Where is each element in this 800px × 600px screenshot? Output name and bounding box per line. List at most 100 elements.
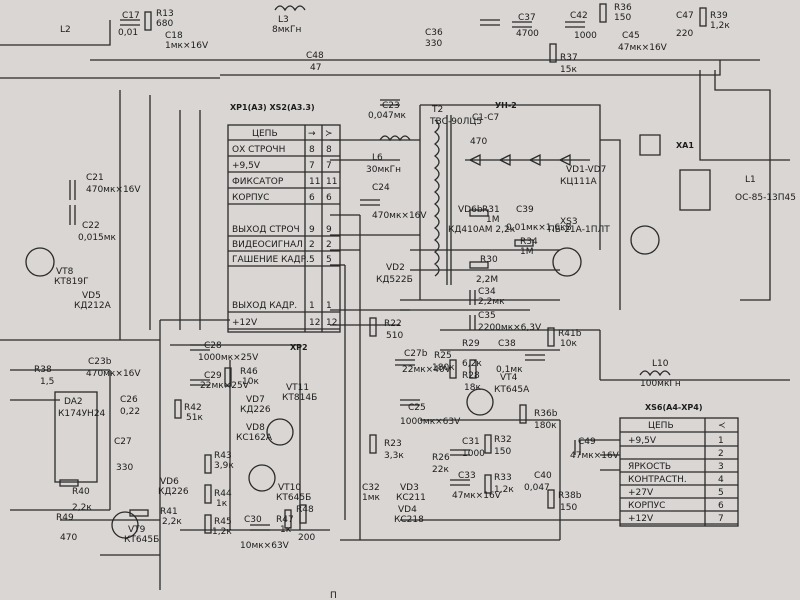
label-r48: R48	[296, 505, 314, 515]
label-c22: C22	[82, 221, 100, 231]
label-r39-value: 1,2к	[710, 21, 730, 31]
xp1-row-pin-a: 8	[309, 145, 315, 155]
label-c37: C37	[518, 13, 536, 23]
label-xp2: XP2	[290, 343, 308, 352]
xs6-row-pin: 6	[718, 501, 724, 511]
xp1-row-pin-a: 11	[309, 177, 320, 187]
label-r43: R43	[214, 451, 232, 461]
label-r46: R46	[240, 367, 258, 377]
label-c42: C42	[570, 11, 588, 21]
label-da2: DA2	[64, 397, 83, 407]
label-r22-value: 510	[386, 331, 403, 341]
symbols	[25, 3, 711, 539]
label-r32-value: 150	[494, 447, 511, 457]
label-da2-value: К174УН24	[58, 409, 106, 419]
label-r37-value: 15к	[560, 65, 577, 75]
xp1-row-pin-a: 12	[309, 318, 320, 328]
label-l3-value: 8мкГн	[272, 25, 301, 35]
label-c21-value: 470мк×16V	[86, 185, 141, 195]
label-vd2-value: КД522Б	[376, 275, 413, 285]
label-r13-value: 680	[156, 19, 173, 29]
xp1-row-pin-a: 9	[309, 225, 315, 235]
component-labels: C17 0,01 R13 680 C18 1мк×16V L2 L3 8мкГн…	[34, 3, 796, 600]
xp1-row-pin-a: 2	[309, 240, 315, 250]
xs6-col-circuit: ЦЕПЬ	[648, 421, 674, 431]
label-vd1-vd7: VD1-VD7	[566, 165, 606, 175]
label-r41: R41	[160, 507, 178, 517]
label-c30: C30	[244, 515, 262, 525]
label-r36b-value: 180к	[534, 421, 557, 431]
label-c47: C47	[676, 11, 694, 21]
xp1-row-pin-b: 12	[326, 318, 337, 328]
label-r41b-value: 10к	[560, 339, 577, 349]
label-r38: R38	[34, 365, 52, 375]
label-xs3-value: ПБ-21А-1ПЛТ	[548, 225, 610, 235]
xs6-row-name: +9,5V	[628, 436, 657, 446]
label-r41b: R41b	[558, 329, 582, 339]
label-l6-value: 30мкГн	[366, 165, 401, 175]
xp1-row-name: ФИКСАТОР	[232, 177, 284, 187]
label-vd1-vd7-value: КЦ111А	[560, 177, 598, 187]
label-vd4-value: КС218	[394, 515, 424, 525]
label-vd3-value: КС211	[396, 493, 426, 503]
label-vd7: VD7	[246, 395, 265, 405]
label-c35: C35	[478, 311, 496, 321]
label-c45-value: 47мк×16V	[618, 43, 668, 53]
label-c40: C40	[534, 471, 552, 481]
label-c47-value: 220	[676, 29, 693, 39]
label-vt9: VT9	[128, 525, 146, 535]
label-c23b-value: 470мк×16V	[86, 369, 141, 379]
label-vd6-value: КД226	[158, 487, 189, 497]
label-c23b: C23b	[88, 357, 112, 367]
label-c40-value: 0,047	[524, 483, 550, 493]
label-vt10: VT10	[278, 483, 301, 493]
label-r13: R13	[156, 9, 174, 19]
label-vd6b-value: КД410АМ 2,2к	[448, 225, 516, 235]
label-vd8-value: КС162А	[236, 433, 273, 443]
label-r42-value: 51к	[186, 413, 203, 423]
label-c24: C24	[372, 183, 390, 193]
label-c17-value: 0,01	[118, 28, 138, 38]
label-r28: R28	[462, 371, 480, 381]
label-r47: R47	[276, 515, 294, 525]
label-vt8-value: КТ819Г	[54, 277, 89, 287]
label-r29-value: 6,2к	[462, 359, 482, 369]
label-vd7-value: КД226	[240, 405, 271, 415]
xp1-row-pin-a: 5	[309, 255, 315, 265]
xp1-col-arrow-out: ≻	[325, 129, 333, 139]
xs6-row-name: ЯРКОСТЬ	[628, 462, 671, 472]
label-r37: R37	[560, 53, 578, 63]
label-r31: R31	[482, 205, 500, 215]
label-r36-value: 150	[614, 13, 631, 23]
label-r44-value: 1к	[216, 499, 228, 509]
label-c34: C34	[478, 287, 496, 297]
label-r39: R39	[710, 11, 728, 21]
xp1-row-pin-a: 1	[309, 301, 315, 311]
label-l10: L10	[652, 359, 669, 369]
label-r48-value: 200	[298, 533, 315, 543]
label-r22: R22	[384, 319, 402, 329]
label-r49: R49	[56, 513, 74, 523]
label-vd6b: VD6b	[458, 205, 483, 215]
label-c33: C33	[458, 471, 476, 481]
label-c37-value: 4700	[516, 29, 539, 39]
label-c29: C29	[204, 371, 222, 381]
label-c39-value: 0,01мк×1,6кВ	[506, 223, 572, 233]
label-c32: C32	[362, 483, 380, 493]
xp1-col-circuit: ЦЕПЬ	[252, 129, 278, 139]
label-c39: C39	[516, 205, 534, 215]
label-r33: R33	[494, 473, 512, 483]
label-r31-value: 1М	[486, 215, 500, 225]
label-r34: R34	[520, 237, 538, 247]
label-r38b: R38b	[558, 491, 582, 501]
xp1-row-pin-b: 11	[326, 177, 337, 187]
label-r45-value: 1,2к	[212, 527, 232, 537]
label-r25-value: 180к	[432, 363, 455, 373]
label-vt10-value: КТ645Б	[276, 493, 311, 503]
xs6-row-pin: 4	[718, 475, 724, 485]
xp1-header: ХР1(А3) ХS2(А3.3)	[230, 103, 315, 112]
xs6-header: ХS6(А4-ХР4)	[645, 403, 702, 412]
